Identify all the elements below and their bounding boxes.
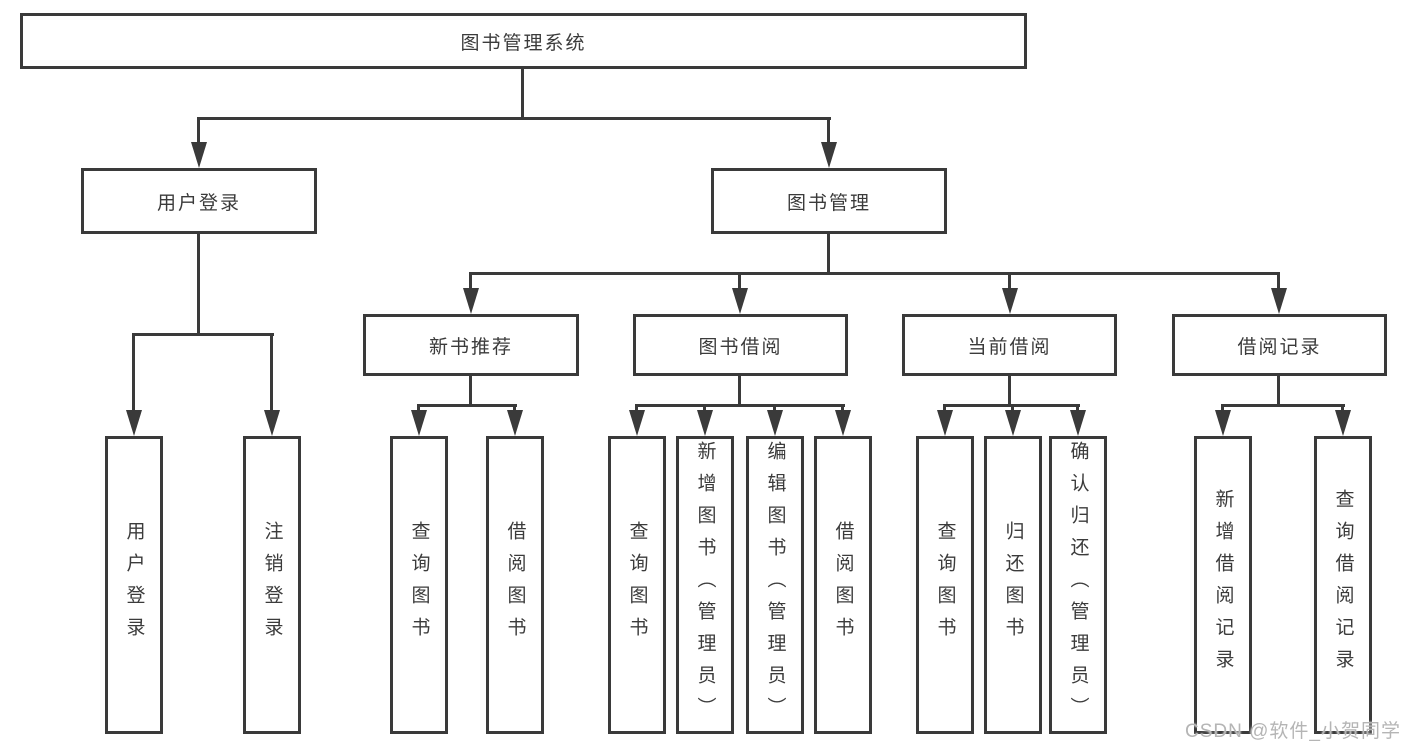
node-borrow-records: 借阅记录	[1172, 314, 1387, 376]
connector-vline	[827, 117, 830, 144]
connector-vline	[773, 404, 776, 412]
connector-hline	[635, 404, 845, 407]
leaf-br-add-record: 新增借阅记录	[1194, 436, 1252, 734]
connector-vline	[738, 272, 741, 290]
leaf-cb-query-books: 查询图书	[916, 436, 974, 734]
node-book-borrow: 图书借阅	[633, 314, 848, 376]
leaf-br-add-record-label: 新增借阅记录	[1212, 489, 1234, 681]
connector-vline	[827, 234, 830, 274]
connector-arrow-down	[835, 410, 851, 436]
leaf-nbr-borrow-books: 借阅图书	[486, 436, 544, 734]
connector-vline	[738, 376, 741, 407]
connector-vline	[513, 404, 516, 412]
connector-vline	[1221, 404, 1224, 412]
connector-vline	[1277, 272, 1280, 290]
leaf-user-login: 用户登录	[105, 436, 163, 734]
leaf-bb-edit-books-admin-label: 编辑图书（管理员）	[764, 441, 786, 729]
leaf-logout: 注销登录	[243, 436, 301, 734]
connector-arrow-down	[1070, 410, 1086, 436]
leaf-cb-confirm-return-admin-label: 确认归还（管理员）	[1067, 441, 1089, 729]
leaf-cb-query-books-label: 查询图书	[934, 521, 956, 649]
connector-vline	[1008, 272, 1011, 290]
node-book-borrow-label: 图书借阅	[698, 336, 783, 358]
connector-hline	[197, 117, 831, 120]
leaf-bb-edit-books-admin: 编辑图书（管理员）	[746, 436, 804, 734]
connector-vline	[197, 117, 200, 144]
connector-arrow-down	[1005, 410, 1021, 436]
node-user-login-label: 用户登录	[156, 192, 241, 214]
connector-hline	[132, 333, 274, 336]
node-book-management: 图书管理	[711, 168, 947, 234]
connector-arrow-down	[126, 410, 142, 436]
node-book-management-label: 图书管理	[786, 192, 871, 214]
connector-vline	[1011, 404, 1014, 412]
leaf-cb-confirm-return-admin: 确认归还（管理员）	[1049, 436, 1107, 734]
connector-arrow-down	[732, 288, 748, 314]
connector-vline	[1341, 404, 1344, 412]
node-new-book-recommend-label: 新书推荐	[428, 336, 513, 358]
node-root: 图书管理系统	[20, 13, 1027, 69]
connector-vline	[132, 333, 135, 410]
connector-vline	[943, 404, 946, 412]
connector-arrow-down	[1335, 410, 1351, 436]
connector-hline	[417, 404, 517, 407]
connector-arrow-down	[697, 410, 713, 436]
connector-arrow-down	[463, 288, 479, 314]
csdn-watermark: CSDN @软件_小贺同学	[1185, 721, 1401, 742]
connector-arrow-down	[264, 410, 280, 436]
node-user-login: 用户登录	[81, 168, 317, 234]
leaf-logout-label: 注销登录	[261, 521, 283, 649]
leaf-bb-query-books: 查询图书	[608, 436, 666, 734]
connector-vline	[270, 333, 273, 410]
leaf-bb-add-books-admin: 新增图书（管理员）	[676, 436, 734, 734]
connector-vline	[635, 404, 638, 412]
connector-vline	[417, 404, 420, 412]
connector-arrow-down	[411, 410, 427, 436]
connector-arrow-down	[937, 410, 953, 436]
connector-vline	[469, 376, 472, 407]
leaf-br-query-record: 查询借阅记录	[1314, 436, 1372, 734]
leaf-bb-add-books-admin-label: 新增图书（管理员）	[694, 441, 716, 729]
connector-arrow-down	[767, 410, 783, 436]
connector-hline	[1221, 404, 1345, 407]
leaf-br-query-record-label: 查询借阅记录	[1332, 489, 1354, 681]
leaf-cb-return-books-label: 归还图书	[1002, 521, 1024, 649]
connector-arrow-down	[1271, 288, 1287, 314]
leaf-nbr-borrow-books-label: 借阅图书	[504, 521, 526, 649]
connector-arrow-down	[507, 410, 523, 436]
connector-vline	[521, 69, 524, 119]
leaf-nbr-query-books-label: 查询图书	[408, 521, 430, 649]
leaf-cb-return-books: 归还图书	[984, 436, 1042, 734]
connector-arrow-down	[1215, 410, 1231, 436]
node-borrow-records-label: 借阅记录	[1237, 336, 1322, 358]
node-root-label: 图书管理系统	[460, 32, 587, 54]
connector-arrow-down	[821, 142, 837, 168]
connector-vline	[1277, 376, 1280, 407]
connector-hline	[469, 272, 1280, 275]
node-new-book-recommend: 新书推荐	[363, 314, 579, 376]
connector-vline	[841, 404, 844, 412]
leaf-bb-borrow-books: 借阅图书	[814, 436, 872, 734]
connector-vline	[1008, 376, 1011, 407]
connector-vline	[197, 234, 200, 335]
leaf-bb-borrow-books-label: 借阅图书	[832, 521, 854, 649]
leaf-nbr-query-books: 查询图书	[390, 436, 448, 734]
connector-arrow-down	[1002, 288, 1018, 314]
leaf-bb-query-books-label: 查询图书	[626, 521, 648, 649]
node-current-borrow: 当前借阅	[902, 314, 1117, 376]
node-current-borrow-label: 当前借阅	[967, 336, 1052, 358]
leaf-user-login-label: 用户登录	[123, 521, 145, 649]
connector-arrow-down	[629, 410, 645, 436]
connector-vline	[703, 404, 706, 412]
connector-arrow-down	[191, 142, 207, 168]
connector-vline	[469, 272, 472, 290]
connector-vline	[1076, 404, 1079, 412]
